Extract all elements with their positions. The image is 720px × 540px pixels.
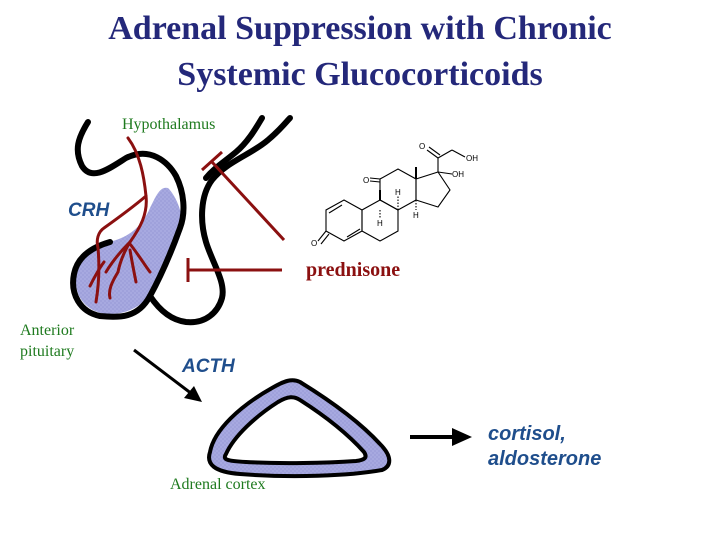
hypothalamus-outline-left bbox=[70, 119, 187, 320]
inhibition-line-hypothalamus bbox=[210, 160, 286, 242]
acth-arrow-line bbox=[133, 348, 193, 396]
atom-h-2: H bbox=[377, 219, 383, 228]
hypothalamus-label: Hypothalamus bbox=[122, 116, 216, 133]
hypothalamus-outline-right bbox=[203, 115, 265, 181]
prednisone-atom-labels: O O O OH OH H H H bbox=[311, 142, 478, 248]
ring-a-double-bond bbox=[328, 204, 343, 214]
atom-oh-top: OH bbox=[466, 154, 478, 163]
ring-d bbox=[415, 171, 451, 208]
title-line-1: Adrenal Suppression with Chronic bbox=[108, 10, 612, 47]
atom-o-left: O bbox=[311, 239, 317, 248]
prednisone-label: prednisone bbox=[306, 259, 401, 281]
output-arrow-head bbox=[452, 428, 472, 446]
side-chain-keto-2 bbox=[428, 146, 441, 156]
crh-neuron-axon bbox=[116, 136, 148, 274]
anterior-label: Anterior bbox=[20, 322, 75, 339]
side-chain-ch2 bbox=[437, 149, 453, 159]
acth-arrow-head bbox=[184, 386, 202, 402]
hormone-output-label: cortisol, aldosterone bbox=[488, 422, 601, 472]
ring-a-double-bond-2 bbox=[346, 228, 361, 238]
output-line-1: cortisol, bbox=[488, 423, 566, 445]
c3-keto-bond bbox=[317, 230, 327, 242]
c17-oh-bond bbox=[437, 171, 453, 175]
c3-keto-bond-2 bbox=[320, 233, 330, 245]
c11-keto-bond bbox=[369, 177, 381, 180]
crh-neuron-branch-terminals bbox=[88, 240, 152, 300]
crh-neuron-branch-left bbox=[94, 194, 148, 304]
adrenal-cortex-label: Adrenal cortex bbox=[170, 476, 266, 493]
adrenal-cortex bbox=[207, 378, 392, 479]
title-line-2: Systemic Glucocorticoids bbox=[177, 56, 543, 93]
anterior-pituitary-label: Anterior pituitary bbox=[20, 320, 74, 362]
atom-h-1: H bbox=[395, 188, 401, 197]
pituitary-stalk-outline bbox=[147, 115, 293, 326]
crh-label: CRH bbox=[68, 200, 110, 221]
side-chain-keto bbox=[426, 149, 439, 159]
acth-label: ACTH bbox=[182, 356, 235, 377]
atom-oh-side: OH bbox=[452, 170, 464, 179]
inhibition-bar-hypothalamus bbox=[200, 150, 224, 172]
atom-o-top: O bbox=[419, 142, 425, 151]
atom-h-3: H bbox=[413, 211, 419, 220]
atom-o-ketone: O bbox=[363, 176, 369, 185]
c11-keto-bond-2 bbox=[369, 180, 381, 183]
prednisone-structure bbox=[317, 146, 466, 245]
slide-title: Adrenal Suppression with Chronic Systemi… bbox=[0, 6, 720, 98]
output-line-2: aldosterone bbox=[488, 448, 602, 470]
side-chain-oh-bond bbox=[451, 149, 466, 158]
pituitary-label: pituitary bbox=[20, 343, 75, 360]
ring-a bbox=[325, 199, 363, 242]
